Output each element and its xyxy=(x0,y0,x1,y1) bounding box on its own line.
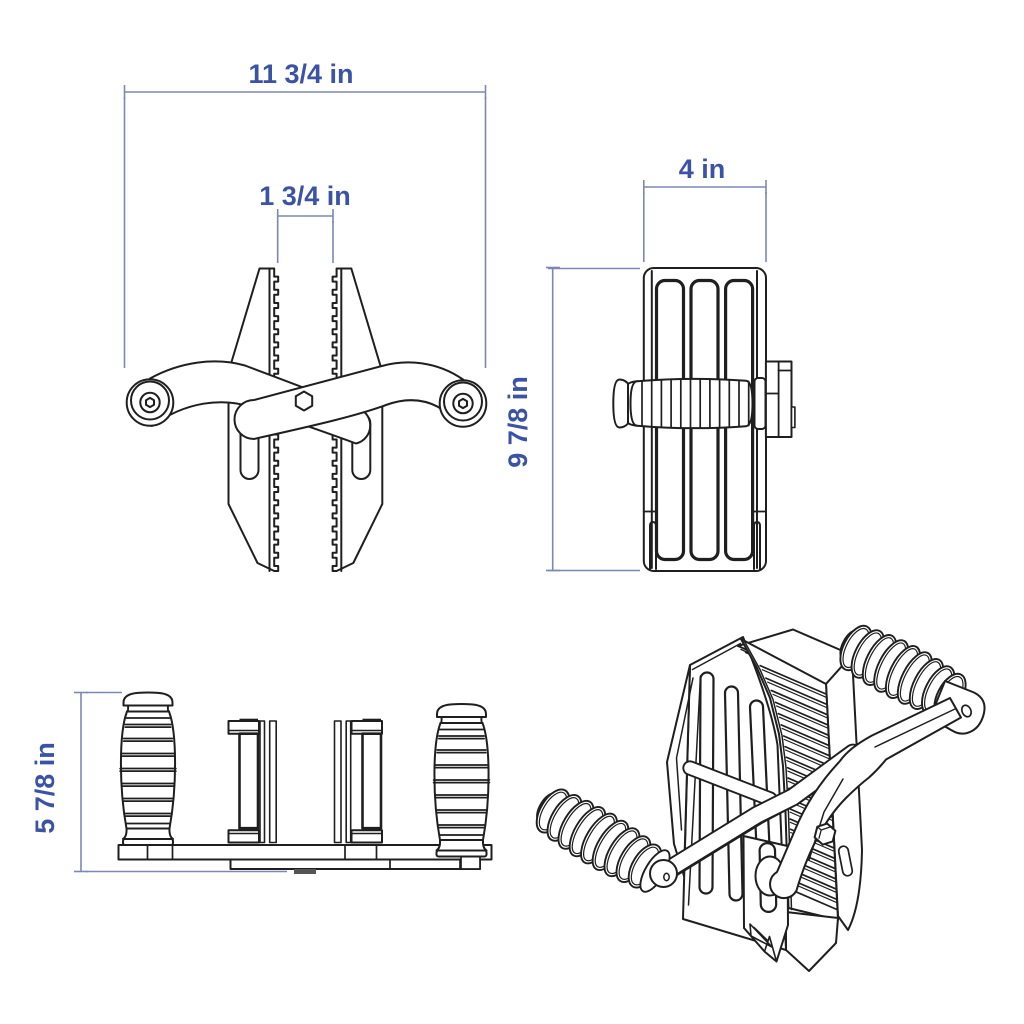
svg-text:4 in: 4 in xyxy=(679,154,726,184)
svg-text:11 3/4 in: 11 3/4 in xyxy=(248,59,353,89)
svg-text:1 3/4 in: 1 3/4 in xyxy=(259,181,351,211)
svg-text:5 7/8 in: 5 7/8 in xyxy=(30,742,60,834)
svg-text:9 7/8 in: 9 7/8 in xyxy=(503,376,533,468)
